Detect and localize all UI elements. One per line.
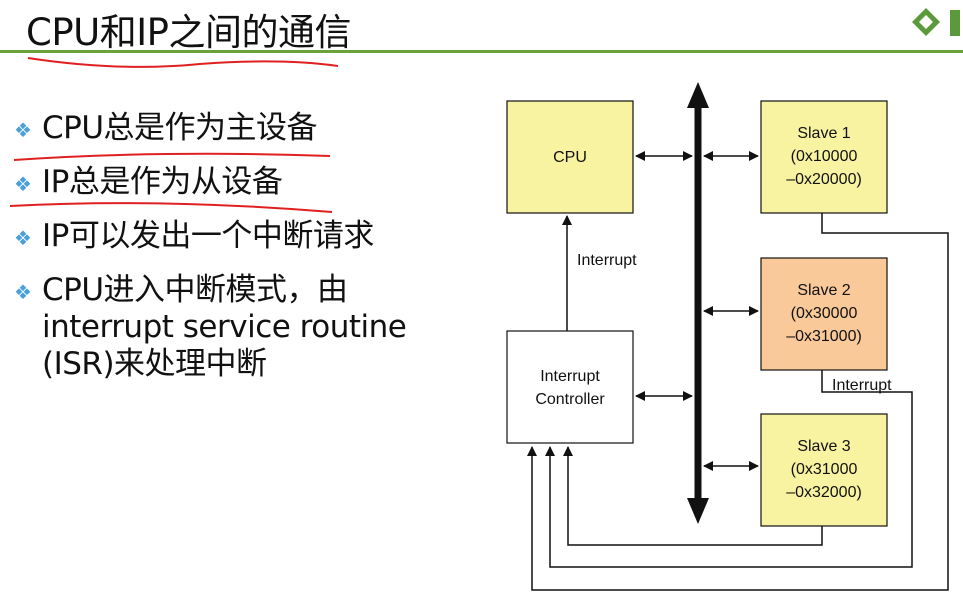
interrupt-controller-block: Interrupt Controller [506, 330, 634, 444]
bullet-item: ❖ CPU进入中断模式，由 interrupt service routine … [14, 272, 474, 383]
bullet-text: IP总是作为从设备 [42, 164, 283, 200]
slave3-label-line3: –0x32000) [786, 484, 862, 501]
bullet-text: CPU总是作为主设备 [42, 110, 318, 146]
slave3-block: Slave 3 (0x31000 –0x32000) [760, 413, 888, 527]
slave2-label-line2: (0x30000 [791, 305, 858, 322]
slave1-label-line3: –0x20000) [786, 171, 862, 188]
diamond-bullet-icon: ❖ [14, 172, 32, 196]
bullet-item: ❖ IP可以发出一个中断请求 [14, 218, 474, 257]
bullet-list: ❖ CPU总是作为主设备 ❖ IP总是作为从设备 ❖ IP可以发出一个中断请求 … [14, 110, 474, 398]
underline-title-annotation [27, 57, 339, 68]
slave2-interrupt-label: Interrupt [832, 377, 892, 394]
diamond-bullet-icon: ❖ [14, 226, 32, 250]
slave1-label-line2: (0x10000 [791, 148, 858, 165]
cpu-block: CPU [506, 100, 634, 214]
underline-bullet2-annotation [9, 202, 333, 213]
slave1-label-line1: Slave 1 [797, 125, 850, 142]
slave2-label-line1: Slave 2 [797, 282, 850, 299]
logo-icon [912, 8, 960, 36]
slave3-label-line1: Slave 3 [797, 438, 850, 455]
controller-label-line1: Interrupt [540, 368, 600, 385]
diamond-bullet-icon: ❖ [14, 280, 32, 304]
diamond-bullet-icon: ❖ [14, 118, 32, 142]
system-bus [687, 82, 709, 524]
slave3-interrupt-line [563, 446, 823, 546]
cpu-interrupt-label: Interrupt [577, 252, 637, 269]
slave1-interrupt-line [527, 213, 949, 591]
slave3-label-line2: (0x31000 [791, 461, 858, 478]
page-title: CPU和IP之间的通信 [26, 11, 351, 54]
slave2-block: Slave 2 (0x30000 –0x31000) [760, 257, 888, 371]
bullet-text: IP可以发出一个中断请求 [42, 218, 374, 254]
underline-bullet1-annotation [13, 152, 331, 161]
bullet-item: ❖ IP总是作为从设备 [14, 164, 474, 203]
bullet-item: ❖ CPU总是作为主设备 [14, 110, 474, 149]
cpu-label: CPU [553, 149, 587, 166]
bullet-text: CPU进入中断模式，由 interrupt service routine (I… [42, 272, 407, 382]
slave1-block: Slave 1 (0x10000 –0x20000) [760, 100, 888, 214]
title-divider [0, 50, 963, 53]
controller-label-line2: Controller [535, 391, 605, 408]
slave2-label-line3: –0x31000) [786, 328, 862, 345]
slave2-interrupt-line [545, 370, 913, 568]
